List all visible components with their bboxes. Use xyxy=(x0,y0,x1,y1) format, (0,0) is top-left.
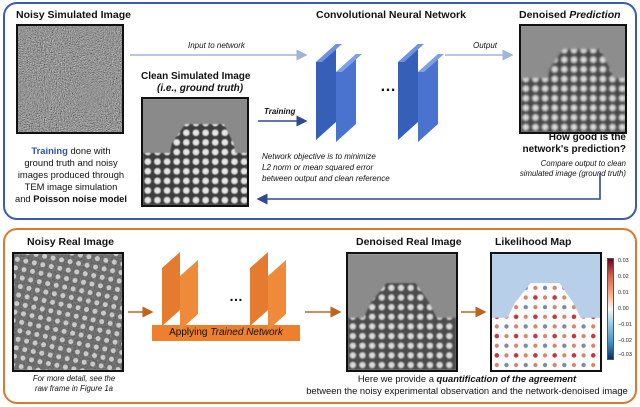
noisy-simulated-image xyxy=(16,24,124,134)
likelihood-map-title: Likelihood Map xyxy=(495,236,572,248)
ground-truth-subtitle: (i.e., ground truth) xyxy=(157,83,244,94)
cnn-title: Convolutional Neural Network xyxy=(316,9,466,21)
noisy-simulated-image-title: Noisy Simulated Image xyxy=(16,9,131,21)
figure-detail-note: For more detail, see the raw frame in Fi… xyxy=(32,374,116,393)
colorbar-tick: −0.03 xyxy=(618,352,632,358)
colorbar-tick: 0.03 xyxy=(618,258,629,264)
applying-trained-network-banner: Applying Trained Network xyxy=(152,325,300,341)
noisy-real-image-title: Noisy Real Image xyxy=(27,236,114,248)
top-panel xyxy=(3,2,637,220)
colorbar-tick: 0.02 xyxy=(618,274,629,280)
colorbar-tick: 0.00 xyxy=(618,306,629,312)
compare-note: Compare output to clean simulated image … xyxy=(519,159,626,178)
colorbar-tick: −0.02 xyxy=(618,338,632,344)
likelihood-map-image xyxy=(490,252,602,372)
noisy-real-image xyxy=(12,252,124,372)
denoised-prediction-image xyxy=(519,24,627,134)
feedback-arrow xyxy=(256,173,601,205)
quantification-note: Here we provide a quantification of the … xyxy=(306,373,628,396)
denoised-prediction-title: Denoised Prediction xyxy=(519,9,621,21)
colorbar-tick: −0.01 xyxy=(618,322,632,328)
cnn-ellipsis: … xyxy=(380,78,396,95)
output-arrow-label: Output xyxy=(473,41,498,50)
how-good-question: How good is the network's prediction? xyxy=(522,132,626,155)
input-arrow-label: Input to network xyxy=(188,41,245,50)
clean-simulated-image xyxy=(141,97,249,207)
denoised-real-image-title: Denoised Real Image xyxy=(356,236,462,248)
trained-ellipsis: … xyxy=(229,288,243,304)
colorbar-tick: 0.01 xyxy=(618,290,629,296)
objective-note: Network objective is to minimize L2 norm… xyxy=(262,152,390,183)
clean-simulated-image-title: Clean Simulated Image xyxy=(141,71,251,82)
cnn-layer-blocks xyxy=(316,44,444,142)
likelihood-colorbar xyxy=(607,258,614,360)
training-arrow-label: Training xyxy=(264,107,296,116)
bottom-panel xyxy=(3,228,637,404)
training-note: Training done with ground truth and nois… xyxy=(14,145,128,204)
trained-network-blocks xyxy=(162,252,286,330)
denoised-real-image xyxy=(346,252,458,372)
